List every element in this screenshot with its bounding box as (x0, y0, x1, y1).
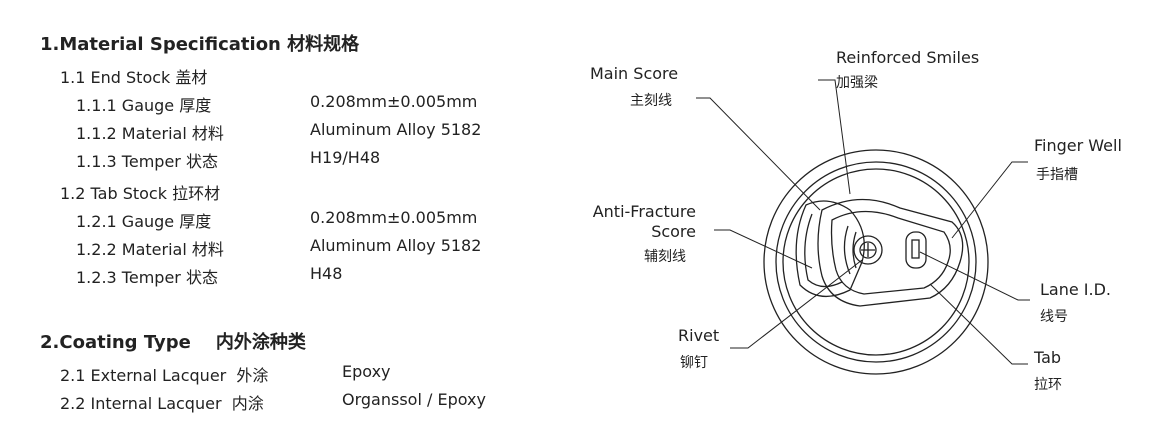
end-stock-material-value: Aluminum Alloy 5182 (310, 120, 482, 139)
tab-stock-gauge-value: 0.208mm±0.005mm (310, 208, 478, 227)
tab-label: Tab (1034, 348, 1062, 367)
anti-fracture-leader (714, 229, 813, 269)
outer-rim (763, 149, 989, 375)
end-stock-heading: 1.1 End Stock 盖材 (60, 68, 208, 87)
rivet-label: Rivet (678, 326, 720, 345)
main-score-cn: 主刻线 (630, 93, 672, 109)
end-stock-gauge-value: 0.208mm±0.005mm (310, 92, 478, 111)
reinforced-smiles-leader (818, 79, 851, 195)
lane-id-mark (911, 239, 920, 259)
inner-rim (775, 161, 977, 363)
tab-leader (929, 283, 1028, 365)
rivet-shape (853, 235, 883, 265)
internal-lacquer-value: Organssol / Epoxy (342, 390, 486, 409)
rivet-cn: 铆钉 (680, 355, 708, 371)
finger-well-label: Finger Well (1034, 136, 1122, 155)
lane-id-label: Lane I.D. (1040, 280, 1111, 299)
material-spec-title: 1.Material Specification 材料规格 (40, 34, 360, 55)
panel-ring (782, 168, 970, 356)
external-lacquer-label: 2.1 External Lacquer 外涂 (60, 366, 269, 385)
main-score-leader (696, 97, 821, 211)
external-lacquer-value: Epoxy (342, 362, 391, 381)
finger-well-cn: 手指槽 (1036, 167, 1078, 183)
tab-stock-heading: 1.2 Tab Stock 拉环材 (60, 184, 221, 203)
tab-stock-gauge-label: 1.2.1 Gauge 厚度 (76, 212, 212, 231)
finger-well-shape (905, 231, 927, 269)
main-score-outline (795, 200, 865, 297)
rivet-leader (730, 259, 863, 349)
tab-shape (817, 198, 964, 307)
main-score-label: Main Score (590, 64, 679, 83)
internal-lacquer-label: 2.2 Internal Lacquer 内涂 (60, 394, 264, 413)
finger-well-leader (951, 161, 1028, 239)
lane-id-cn: 线号 (1040, 309, 1068, 325)
end-stock-material-label: 1.1.2 Material 材料 (76, 124, 224, 143)
end-stock-temper-value: H19/H48 (310, 148, 381, 167)
tab-stock-temper-label: 1.2.3 Temper 状态 (76, 268, 218, 287)
tab-stock-material-label: 1.2.2 Material 材料 (76, 240, 224, 259)
reinforced-smiles-label: Reinforced Smiles (836, 48, 980, 67)
anti-fracture-label-2: Score (651, 222, 696, 241)
tab-inner-line (830, 210, 951, 295)
tab-stock-material-value: Aluminum Alloy 5182 (310, 236, 482, 255)
anti-fracture-score-outline (804, 213, 843, 288)
tab-stock-temper-value: H48 (310, 264, 343, 283)
coating-type-title: 2.Coating Type 内外涂种类 (40, 332, 306, 353)
end-stock-temper-label: 1.1.3 Temper 状态 (76, 152, 218, 171)
lane-id-leader (919, 251, 1030, 301)
end-stock-gauge-label: 1.1.1 Gauge 厚度 (76, 96, 212, 115)
tab-cn: 拉环 (1034, 377, 1062, 393)
anti-fracture-cn: 辅刻线 (644, 249, 686, 265)
anti-fracture-label: Anti-Fracture (592, 202, 696, 221)
reinforced-smiles-cn: 加强梁 (836, 75, 878, 91)
